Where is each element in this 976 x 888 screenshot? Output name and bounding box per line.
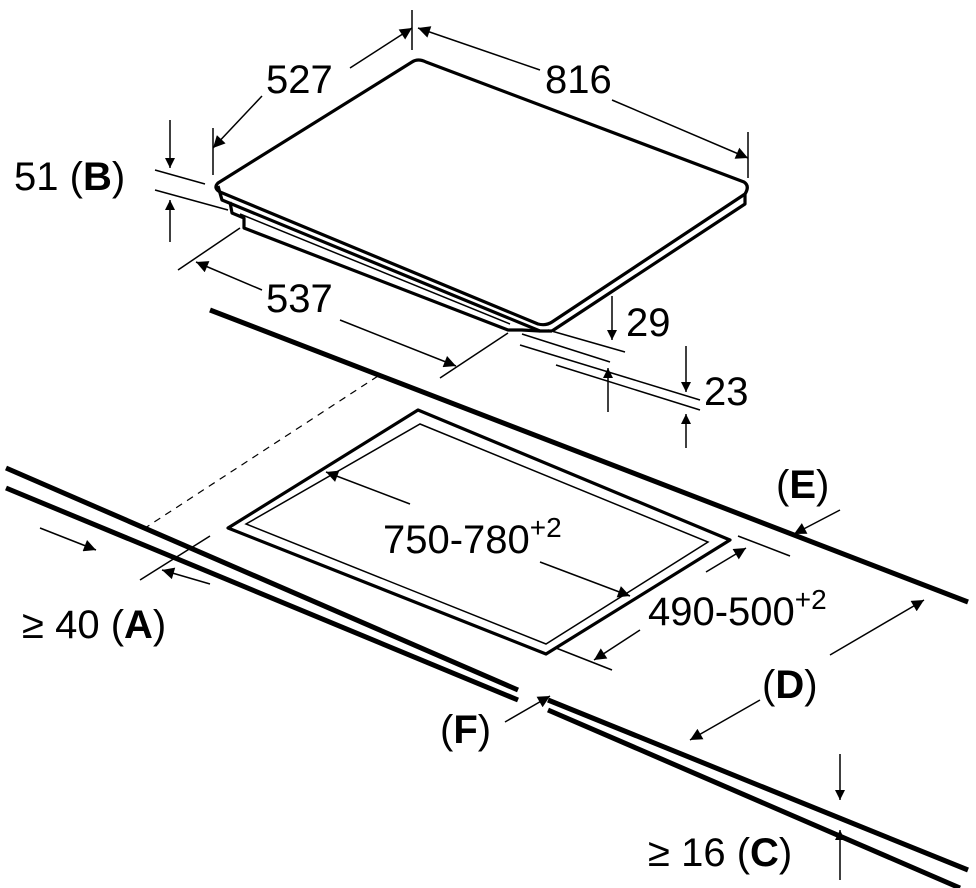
dim-min-16-text: ≥ 16 (C) [648, 831, 792, 875]
hob-top-surface [214, 58, 749, 327]
hob-outline [214, 58, 749, 333]
dim-base-height: 29 [521, 296, 671, 412]
dim-490-500-text: 490-500+2 [648, 584, 827, 634]
label-d-text: (D) [762, 663, 818, 707]
dim-51-text: 51 (B) [14, 155, 125, 199]
cutout-outer [226, 408, 732, 656]
projection-line [141, 375, 379, 531]
cutout-inner [244, 423, 710, 645]
hob-base [228, 201, 541, 333]
dim-hob-width: 816 [417, 26, 749, 178]
label-e-group: (E) [776, 463, 841, 535]
hob-front-edge [216, 185, 552, 333]
dim-min-front: ≥ 40 (A) [22, 527, 211, 647]
dim-816-text: 816 [545, 58, 612, 102]
label-f-group: (F) [440, 695, 551, 752]
dim-cutout-width: 750-780+2 [325, 470, 631, 598]
dim-cutout-depth: 490-500+2 [555, 535, 827, 671]
label-f-text: (F) [440, 708, 491, 752]
hob-right-edge [551, 194, 747, 333]
dim-23-text: 23 [704, 370, 749, 414]
worktop-front-edge-lower [547, 707, 961, 888]
dim-hob-depth: 527 [212, 10, 413, 175]
worktop [5, 307, 969, 888]
worktop-cutout [226, 408, 732, 656]
dim-base-depth: 537 [177, 227, 509, 379]
dim-frame-height: 51 (B) [14, 120, 229, 242]
dim-height-23: 23 [519, 344, 749, 448]
hob-base-inner [239, 213, 511, 325]
worktop-front-edge-top [5, 465, 519, 693]
worktop-back-edge [209, 307, 969, 605]
dim-min-40-text: ≥ 40 (A) [22, 603, 166, 647]
worktop-front-edge-bottom [5, 485, 519, 703]
dim-537-text: 537 [266, 277, 333, 321]
dim-750-780-text: 750-780+2 [383, 512, 562, 562]
dim-527-text: 527 [266, 58, 333, 102]
label-e-text: (E) [776, 463, 829, 507]
label-d-group: (D) [689, 599, 925, 741]
dim-29-text: 29 [626, 301, 671, 345]
dim-min-wall: ≥ 16 (C) [648, 754, 845, 880]
worktop-front-edge-upper [547, 697, 969, 873]
